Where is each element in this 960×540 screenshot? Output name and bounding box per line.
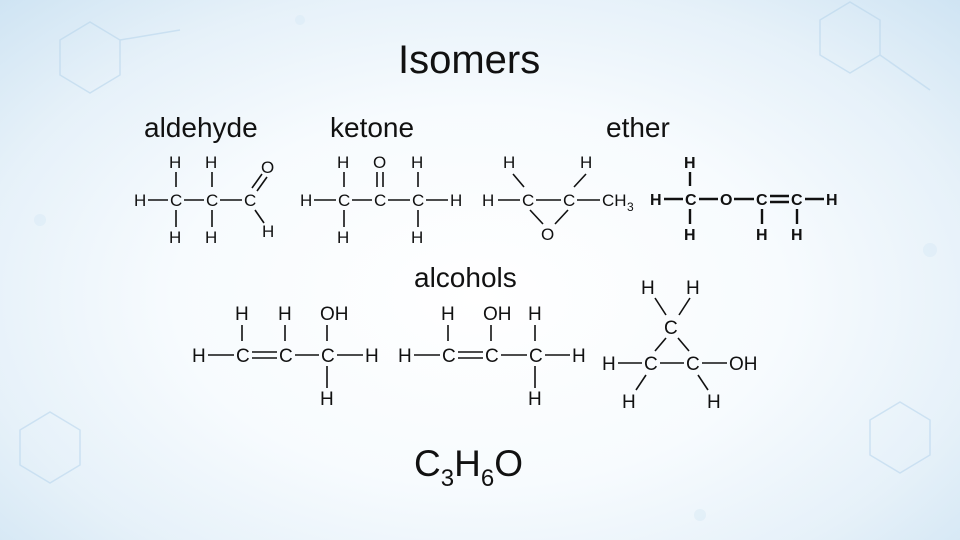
svg-text:H: H — [205, 153, 217, 172]
svg-text:C: C — [664, 318, 678, 339]
svg-text:H: H — [482, 191, 494, 210]
svg-text:H: H — [503, 153, 515, 172]
label-ether: ether — [606, 112, 670, 143]
svg-text:C: C — [442, 346, 456, 367]
svg-text:H: H — [686, 278, 700, 299]
svg-text:H: H — [134, 191, 146, 210]
svg-text:H: H — [337, 153, 349, 172]
label-aldehyde: aldehyde — [144, 112, 258, 143]
svg-text:O: O — [261, 158, 274, 177]
svg-text:H: H — [707, 392, 721, 413]
svg-text:H: H — [602, 354, 616, 375]
svg-text:C: C — [791, 192, 803, 209]
formula-carbon: C — [414, 443, 441, 484]
formula-hydrogen-count: 6 — [480, 465, 495, 492]
svg-text:H: H — [756, 227, 768, 244]
label-ketone: ketone — [330, 112, 415, 143]
formula-oxygen: O — [494, 443, 523, 484]
svg-text:OH: OH — [320, 304, 349, 325]
svg-text:H: H — [235, 304, 249, 325]
svg-text:C: C — [236, 346, 250, 367]
svg-text:C: C — [686, 354, 700, 375]
svg-text:H: H — [528, 389, 542, 410]
svg-text:H: H — [791, 227, 803, 244]
svg-text:H: H — [365, 346, 379, 367]
page-title: Isomers — [398, 38, 541, 82]
svg-text:C: C — [206, 191, 218, 210]
svg-text:H: H — [337, 228, 349, 247]
svg-text:C: C — [170, 191, 182, 210]
svg-text:H: H — [300, 191, 312, 210]
svg-text:C: C — [321, 346, 335, 367]
svg-text:C: C — [529, 346, 543, 367]
svg-text:H: H — [441, 304, 455, 325]
svg-text:3: 3 — [627, 200, 634, 214]
svg-text:C: C — [522, 191, 534, 210]
svg-text:C: C — [685, 192, 697, 209]
svg-text:H: H — [411, 228, 423, 247]
svg-text:C: C — [756, 192, 768, 209]
svg-text:H: H — [684, 227, 696, 244]
svg-text:H: H — [398, 346, 412, 367]
svg-text:H: H — [169, 153, 181, 172]
svg-text:O: O — [541, 225, 554, 244]
svg-text:C: C — [374, 191, 386, 210]
svg-text:OH: OH — [729, 354, 758, 375]
svg-text:OH: OH — [483, 304, 512, 325]
label-alcohols: alcohols — [414, 262, 517, 293]
svg-text:H: H — [572, 346, 586, 367]
molecular-formula: C3H6O — [414, 443, 523, 493]
svg-text:H: H — [320, 389, 334, 410]
svg-text:H: H — [580, 153, 592, 172]
svg-text:H: H — [278, 304, 292, 325]
svg-text:H: H — [169, 228, 181, 247]
svg-text:C: C — [644, 354, 658, 375]
svg-text:H: H — [411, 153, 423, 172]
svg-text:H: H — [650, 192, 662, 209]
svg-text:H: H — [205, 228, 217, 247]
svg-text:C: C — [563, 191, 575, 210]
svg-text:H: H — [450, 191, 462, 210]
svg-text:H: H — [826, 192, 838, 209]
svg-text:CH: CH — [602, 191, 627, 210]
svg-text:C: C — [279, 346, 293, 367]
svg-text:H: H — [684, 155, 696, 172]
svg-text:H: H — [528, 304, 542, 325]
svg-text:H: H — [622, 392, 636, 413]
formula-hydrogen: H — [454, 443, 481, 484]
svg-text:C: C — [244, 191, 256, 210]
svg-text:H: H — [641, 278, 655, 299]
svg-text:H: H — [262, 222, 274, 241]
svg-text:H: H — [192, 346, 206, 367]
svg-text:C: C — [485, 346, 499, 367]
svg-text:C: C — [412, 191, 424, 210]
formula-carbon-count: 3 — [440, 465, 455, 492]
svg-text:C: C — [338, 191, 350, 210]
svg-text:O: O — [720, 192, 732, 209]
svg-text:O: O — [373, 153, 386, 172]
